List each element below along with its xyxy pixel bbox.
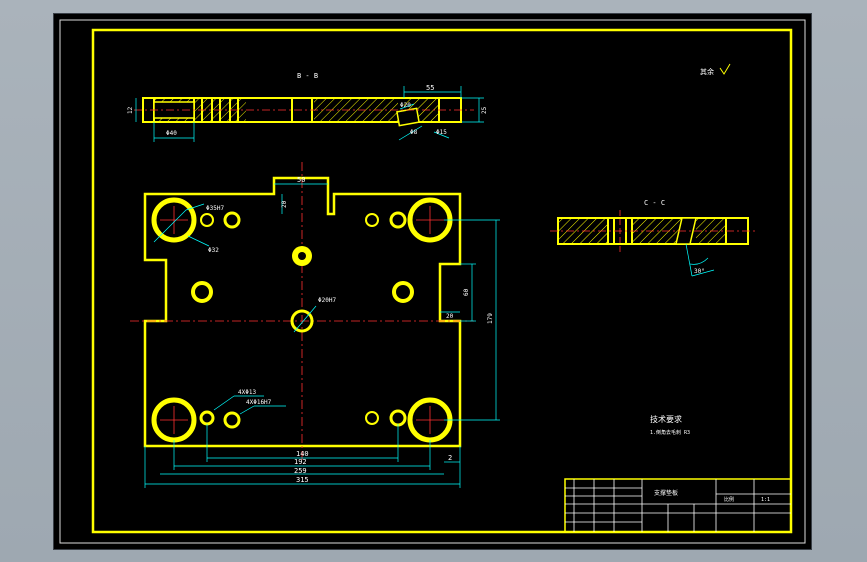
section-bb-label: B - B (297, 72, 318, 80)
label-hole-center: Φ20H7 (318, 297, 336, 304)
dim-d20: Φ20 (400, 102, 411, 109)
dim-2: 2 (448, 454, 452, 462)
dim-179: 179 (487, 313, 494, 324)
label-hole-32: Φ32 (208, 247, 219, 254)
dim-d25: 25 (481, 106, 488, 114)
outer-frame (59, 19, 806, 544)
scale-label: 比例 (724, 496, 734, 503)
dim-60: 60 (463, 288, 470, 296)
roughness-symbol-icon (719, 63, 731, 75)
section-bb-view: 12 Φ40 55 Φ20 25 Φ15 Φ8 (127, 84, 488, 142)
section-cc-view: 30° (550, 210, 756, 277)
dim-d12: 12 (127, 106, 134, 114)
dim-top-slot: 50 (297, 176, 305, 184)
section-cc-label: C - C (644, 199, 665, 207)
notes-title: 技术要求 (650, 414, 682, 424)
cc-angle-label: 30° (694, 268, 705, 275)
dim-d40: Φ40 (166, 130, 177, 137)
dim-192: 192 (294, 458, 307, 466)
plan-view: 50 20 Φ35H7 Φ32 Φ20H7 4XΦ13 4XΦ16H7 140 … (130, 162, 500, 488)
notes-line1: 1.倒角去毛刺 R3 (650, 429, 690, 436)
cad-viewport[interactable]: 其余 B - B 12 Φ40 55 Φ20 25 Φ (53, 13, 812, 550)
dim-259: 259 (294, 467, 307, 475)
scale-value: 1:1 (761, 497, 770, 503)
cad-drawing: 其余 B - B 12 Φ40 55 Φ20 25 Φ (59, 19, 806, 544)
label-hole-4x13: 4XΦ13 (238, 389, 256, 396)
inner-frame (91, 28, 793, 534)
dim-140: 140 (296, 450, 309, 458)
label-hole-big: Φ35H7 (206, 205, 224, 212)
part-name: 支撑垫板 (654, 489, 678, 497)
roughness-label: 其余 (700, 67, 714, 76)
dim-315: 315 (296, 476, 309, 484)
dim-d15: Φ15 (436, 129, 447, 136)
dim-d55: 55 (426, 84, 434, 92)
dim-d8: Φ8 (410, 129, 418, 136)
dim-slot-depth: 20 (281, 200, 288, 208)
title-block (564, 478, 792, 533)
dim-20r: 20 (446, 313, 454, 320)
label-hole-4x16: 4XΦ16H7 (246, 399, 272, 406)
